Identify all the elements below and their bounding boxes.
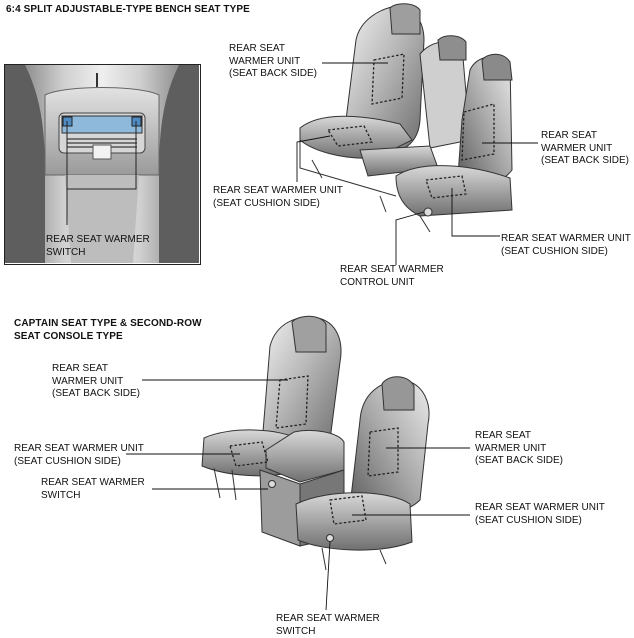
label-line: WARMER UNIT xyxy=(52,375,124,387)
bench-seat xyxy=(299,3,513,233)
label-line: REAR SEAT WARMER xyxy=(46,234,150,245)
label-line: REAR SEAT WARMER xyxy=(276,613,380,624)
label-line: REAR SEAT WARMER UNIT xyxy=(501,233,631,244)
captain-section-title: CAPTAIN SEAT TYPE & SECOND-ROW SEAT CONS… xyxy=(14,318,202,343)
captain-title-line-1: CAPTAIN SEAT TYPE & SECOND-ROW xyxy=(14,318,202,329)
bench-back-left-label: REAR SEAT WARMER UNIT (SEAT BACK SIDE) xyxy=(229,43,317,81)
captain-back-left-label: REAR SEAT WARMER UNIT (SEAT BACK SIDE) xyxy=(52,363,140,401)
label-line: (SEAT BACK SIDE) xyxy=(475,455,563,467)
label-line: WARMER UNIT xyxy=(541,142,613,154)
label-line: (SEAT CUSHION SIDE) xyxy=(475,514,582,526)
captain-switch-left-label: REAR SEAT WARMER SWITCH xyxy=(41,477,145,502)
bench-back-right-label: REAR SEAT WARMER UNIT (SEAT BACK SIDE) xyxy=(541,130,629,168)
label-line: REAR SEAT xyxy=(541,130,597,141)
label-line: SWITCH xyxy=(276,625,316,637)
bench-control-unit-label: REAR SEAT WARMER CONTROL UNIT xyxy=(340,264,444,289)
label-line: REAR SEAT xyxy=(475,430,531,441)
captain-seats xyxy=(201,315,430,571)
label-line: REAR SEAT WARMER UNIT xyxy=(475,502,605,513)
captain-switch-bottom-label: REAR SEAT WARMER SWITCH xyxy=(276,613,380,638)
label-line: REAR SEAT xyxy=(229,43,285,54)
bench-cushion-left-label: REAR SEAT WARMER UNIT (SEAT CUSHION SIDE… xyxy=(213,185,343,210)
label-line: SWITCH xyxy=(41,489,81,501)
captain-back-right-label: REAR SEAT WARMER UNIT (SEAT BACK SIDE) xyxy=(475,430,563,468)
label-line: WARMER UNIT xyxy=(475,442,547,454)
label-line: (SEAT CUSHION SIDE) xyxy=(14,455,121,467)
label-line: CONTROL UNIT xyxy=(340,276,415,288)
switch-inset-view xyxy=(4,64,201,265)
label-line: (SEAT BACK SIDE) xyxy=(52,388,140,400)
label-line: REAR SEAT xyxy=(52,363,108,374)
captain-cushion-left-label: REAR SEAT WARMER UNIT (SEAT CUSHION SIDE… xyxy=(14,443,144,468)
label-line: (SEAT CUSHION SIDE) xyxy=(213,197,320,209)
label-line: REAR SEAT WARMER UNIT xyxy=(213,185,343,196)
label-line: SWITCH xyxy=(46,246,86,258)
label-line: (SEAT BACK SIDE) xyxy=(541,155,629,167)
captain-leader-lines xyxy=(126,379,470,611)
label-line: (SEAT CUSHION SIDE) xyxy=(501,245,608,257)
bench-switch-label: REAR SEAT WARMER SWITCH xyxy=(46,234,150,259)
console-illustration xyxy=(5,65,199,263)
captain-cushion-right-label: REAR SEAT WARMER UNIT (SEAT CUSHION SIDE… xyxy=(475,502,605,527)
bench-cushion-right-label: REAR SEAT WARMER UNIT (SEAT CUSHION SIDE… xyxy=(501,233,631,258)
label-line: REAR SEAT WARMER xyxy=(41,477,145,488)
captain-title-line-2: SEAT CONSOLE TYPE xyxy=(14,330,123,342)
label-line: REAR SEAT WARMER xyxy=(340,264,444,275)
bench-leader-lines xyxy=(296,62,538,265)
bench-section-title: 6:4 SPLIT ADJUSTABLE-TYPE BENCH SEAT TYP… xyxy=(6,4,250,15)
label-line: (SEAT BACK SIDE) xyxy=(229,68,317,80)
label-line: WARMER UNIT xyxy=(229,55,301,67)
label-line: REAR SEAT WARMER UNIT xyxy=(14,443,144,454)
